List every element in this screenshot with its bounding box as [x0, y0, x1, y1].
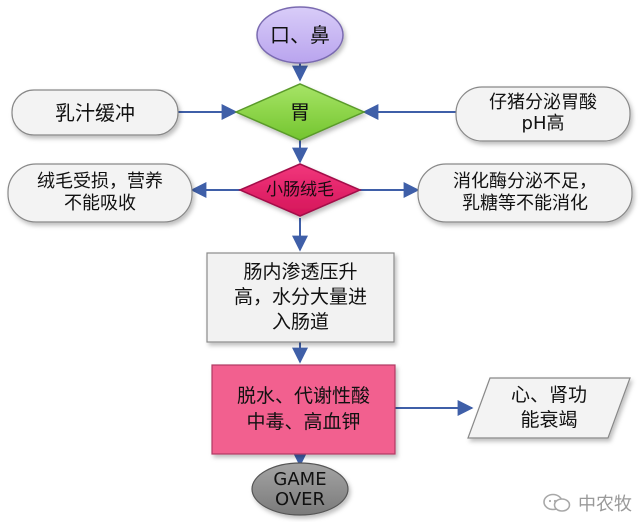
stomach-diamond — [234, 83, 366, 141]
milk-buffer-label: 乳汁缓冲 — [55, 100, 135, 125]
piglet-acid-box — [455, 86, 631, 142]
dehydration-label: 脱水、代谢性酸 中毒、高血钾 — [236, 384, 370, 433]
villi-label: 小肠绒毛 — [266, 179, 334, 200]
osmotic-label: 肠内渗透压升 高，水分大量进 入肠道 — [233, 261, 367, 333]
mouth-nose-node — [256, 6, 344, 64]
mouth-nose-label: 口、鼻 — [270, 23, 330, 47]
enzyme-box — [417, 163, 633, 223]
villi-damage-label: 绒毛受损，营养 不能吸收 — [37, 170, 163, 215]
dehydration-box — [211, 364, 396, 455]
villi-damage-box — [7, 163, 193, 223]
game-over-node — [251, 462, 349, 516]
enzyme-label: 消化酶分泌不足， 乳糖等不能消化 — [453, 170, 597, 215]
watermark-text: 中农牧 — [578, 494, 632, 515]
wechat-icon — [543, 493, 571, 512]
heart-kidney-label: 心、肾功 能衰竭 — [510, 384, 587, 431]
villi-diamond — [238, 163, 362, 217]
heart-kidney-parallelogram — [467, 377, 631, 439]
stomach-label: 胃 — [290, 100, 310, 124]
osmotic-box — [206, 252, 395, 343]
watermark: 中农牧 — [542, 490, 632, 516]
game-over-label: GAME OVER — [273, 469, 327, 510]
milk-buffer-box — [11, 89, 179, 136]
piglet-acid-label: 仔猪分泌胃酸 pH高 — [489, 92, 597, 134]
